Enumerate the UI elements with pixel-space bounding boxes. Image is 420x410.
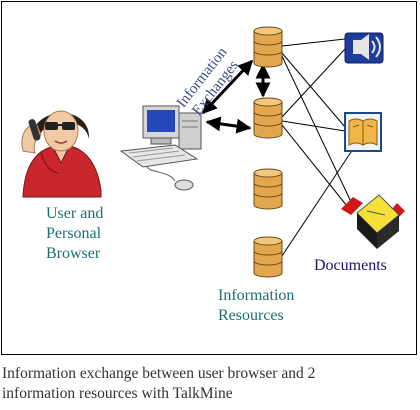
user-label-line2: Personal <box>46 225 102 242</box>
speaker-document-icon <box>344 32 384 64</box>
database-icon <box>253 97 283 139</box>
exchange-arrows <box>201 59 271 134</box>
figure-caption: Information exchange between user browse… <box>2 364 414 404</box>
person-with-phone-icon <box>21 110 102 198</box>
user-browser-label: User and Personal Browser <box>46 204 146 264</box>
user-label-line3: Browser <box>46 245 101 262</box>
documents-label: Documents <box>314 257 387 274</box>
connection-lines <box>281 38 358 257</box>
book-box-icon <box>341 194 405 249</box>
caption-line1: Information exchange between user browse… <box>2 365 316 382</box>
book-document-icon <box>344 112 382 152</box>
resources-label-line2: Resources <box>218 307 284 324</box>
computer-icon <box>119 105 202 191</box>
figure-frame <box>1 1 417 355</box>
user-label-line1: User and <box>46 205 104 222</box>
resources-label-line1: Information <box>218 287 295 304</box>
caption-line2: information resources with TalkMine <box>2 385 233 402</box>
diagram-canvas <box>21 26 405 278</box>
database-icon <box>253 236 283 278</box>
information-resources-label: Information Resources <box>218 286 294 326</box>
database-icon <box>253 168 283 210</box>
